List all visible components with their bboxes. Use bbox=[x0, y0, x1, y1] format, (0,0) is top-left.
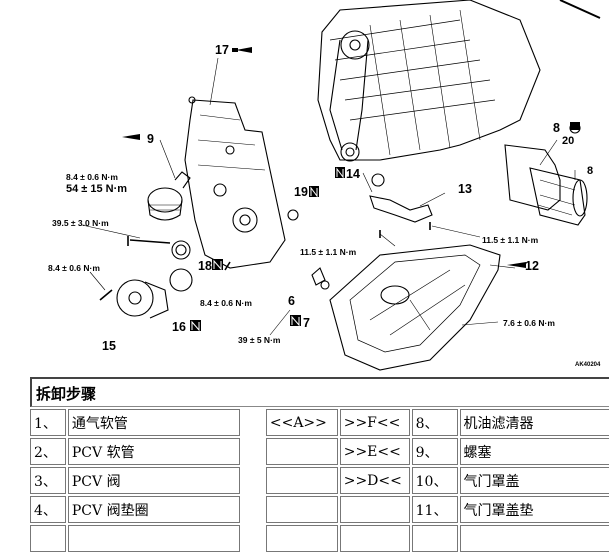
table-row bbox=[30, 525, 609, 552]
callout-17: 17 bbox=[215, 43, 229, 57]
table-row: 3、PCV 阀 >>D<<10、气门罩盖 bbox=[30, 467, 609, 494]
cell-name: PCV 阀 bbox=[67, 467, 241, 494]
cell-num2: 11、 bbox=[411, 496, 458, 523]
callout-18: 18 bbox=[198, 259, 212, 273]
callout-12: 12 bbox=[525, 259, 539, 273]
torque-label: 8.4 ± 0.6 N·m bbox=[48, 263, 100, 273]
cell-num: 4、 bbox=[30, 496, 66, 523]
torque-label: 11.5 ± 1.1 N·m bbox=[300, 247, 357, 257]
torque-label: 11.5 ± 1.1 N·m bbox=[482, 235, 539, 245]
cell-b: >>F<< bbox=[339, 409, 410, 436]
cell-name2 bbox=[459, 525, 609, 552]
callout-6: 6 bbox=[288, 294, 295, 308]
torque-label: 39 ± 5 N·m bbox=[238, 335, 281, 345]
callout-14: 14 bbox=[346, 167, 360, 181]
cell-num: 1、 bbox=[30, 409, 66, 436]
cell-a bbox=[265, 496, 338, 523]
callout-9: 9 bbox=[147, 132, 154, 146]
figure-code: AK40204 bbox=[575, 362, 601, 368]
cell-a bbox=[265, 467, 338, 494]
callout-16: 16 bbox=[172, 320, 186, 334]
callout-15: 15 bbox=[102, 339, 116, 353]
cell-num2: 9、 bbox=[411, 438, 458, 465]
torque-label: 39.5 ± 3.0 N·m bbox=[52, 218, 109, 228]
callout-20: 20 bbox=[562, 135, 574, 147]
cell-spacer bbox=[242, 409, 264, 436]
removal-steps-table: 拆卸步骤 1、通气软管 <<A>>>>F<<8、机油滤清器 2、PCV 软管 >>E<… bbox=[30, 377, 609, 554]
cell-spacer bbox=[242, 496, 264, 523]
callout-8: 8 bbox=[553, 121, 560, 135]
arrow-icon bbox=[122, 47, 580, 268]
steps-title: 拆卸步骤 bbox=[30, 377, 609, 407]
table-row: 4、PCV 阀垫圈 11、气门罩盖垫 bbox=[30, 496, 609, 523]
cell-num2 bbox=[411, 525, 458, 552]
table-row: 2、PCV 软管 >>E<<9、螺塞 bbox=[30, 438, 609, 465]
table-row: 1、通气软管 <<A>>>>F<<8、机油滤清器 bbox=[30, 409, 609, 436]
cell-spacer bbox=[242, 438, 264, 465]
torque-label: 8.4 ± 0.6 N·m bbox=[200, 298, 252, 308]
cell-spacer bbox=[242, 467, 264, 494]
torque-label: 7.6 ± 0.6 N·m bbox=[503, 318, 555, 328]
cell-name2: 气门罩盖垫 bbox=[459, 496, 609, 523]
cell-b bbox=[339, 496, 410, 523]
cell-b: >>E<< bbox=[339, 438, 410, 465]
torque-label: 8.4 ± 0.6 N·m bbox=[66, 172, 118, 182]
cell-a bbox=[265, 525, 338, 552]
engine-block bbox=[317, 0, 541, 161]
callout-8b: 8 bbox=[587, 165, 593, 177]
cell-num2: 8、 bbox=[411, 409, 458, 436]
cell-num: 2、 bbox=[30, 438, 66, 465]
timing-cover bbox=[184, 99, 286, 269]
cell-b: >>D<< bbox=[339, 467, 410, 494]
cell-num bbox=[30, 525, 66, 552]
callout-19: 19 bbox=[294, 185, 308, 199]
cell-name: PCV 软管 bbox=[67, 438, 241, 465]
cell-a: <<A>> bbox=[265, 409, 338, 436]
oil-filter bbox=[504, 144, 561, 211]
steps-grid: 1、通气软管 <<A>>>>F<<8、机油滤清器 2、PCV 软管 >>E<<9、螺塞… bbox=[28, 407, 609, 554]
cell-name2: 机油滤清器 bbox=[459, 409, 609, 436]
cell-num2: 10、 bbox=[411, 467, 458, 494]
cell-spacer bbox=[242, 525, 264, 552]
exploded-engine-diagram: 17 9 8 20 8 14 19 13 18 12 6 7 16 15 8.4… bbox=[48, 0, 601, 371]
cell-name2: 螺塞 bbox=[459, 438, 609, 465]
cell-name2: 气门罩盖 bbox=[459, 467, 609, 494]
oil-pan bbox=[329, 244, 501, 371]
cell-num: 3、 bbox=[30, 467, 66, 494]
callout-13: 13 bbox=[458, 182, 472, 196]
cell-name: PCV 阀垫圈 bbox=[67, 496, 241, 523]
cell-b bbox=[339, 525, 410, 552]
callout-7: 7 bbox=[303, 316, 310, 330]
cell-a bbox=[265, 438, 338, 465]
torque-label: 54 ± 15 N·m bbox=[66, 183, 127, 195]
cell-name bbox=[67, 525, 241, 552]
cell-name: 通气软管 bbox=[67, 409, 241, 436]
